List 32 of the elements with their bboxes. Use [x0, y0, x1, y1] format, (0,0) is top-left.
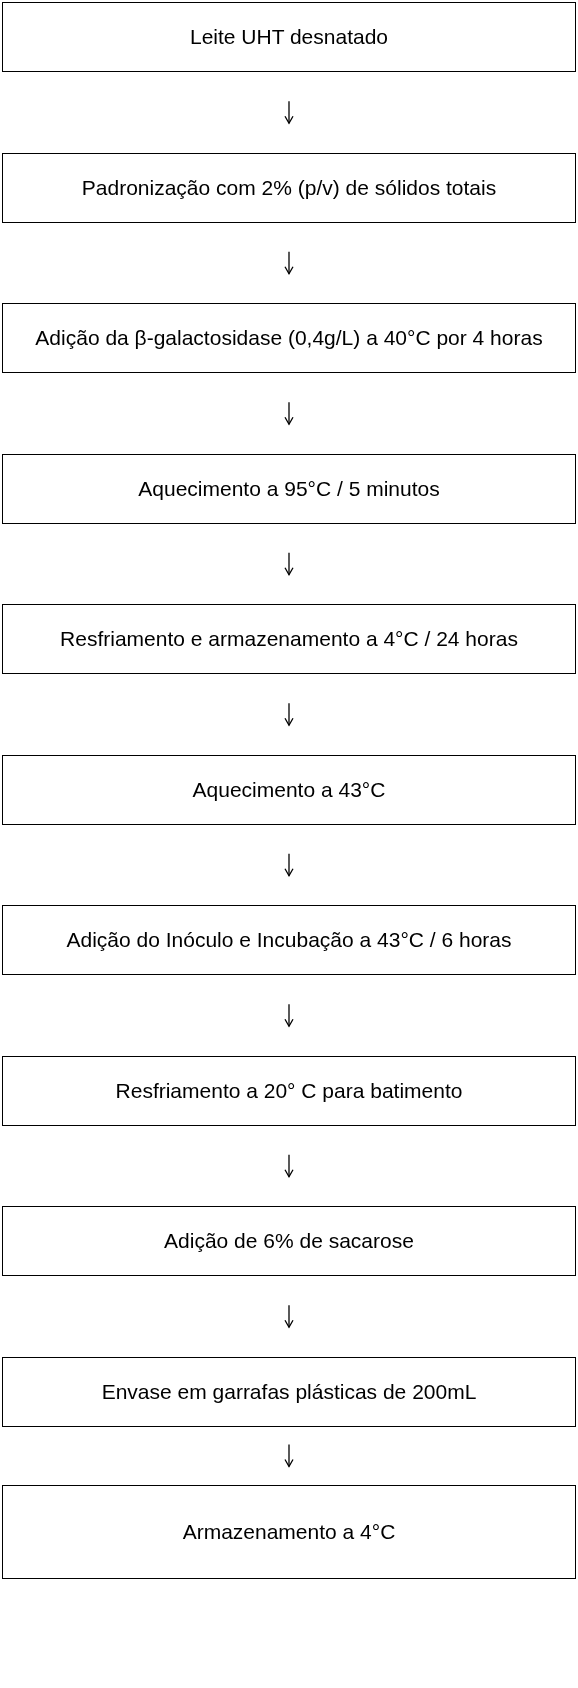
step-label: Envase em garrafas plásticas de 200mL [101, 1378, 477, 1405]
step-label: Leite UHT desnatado [189, 24, 389, 50]
step-label: Aquecimento a 43°C [192, 776, 386, 803]
process-box [2, 1206, 576, 1276]
process-box [2, 2, 576, 72]
arrow [284, 1154, 294, 1178]
process-box [2, 905, 576, 975]
step-label: Armazenamento a 4°C [182, 1518, 396, 1545]
process-box [2, 453, 576, 524]
process-box [2, 754, 576, 825]
arrow [284, 853, 294, 877]
process-box [2, 152, 576, 223]
arrow [284, 702, 294, 726]
arrow [284, 401, 294, 425]
arrow [284, 1304, 294, 1328]
step-label: Aquecimento a 95°C / 5 minutos [138, 475, 440, 502]
process-box [2, 1484, 576, 1579]
process-box [2, 1055, 576, 1126]
process-box [2, 604, 576, 674]
step-label: Padronização com 2% (p/v) de sólidos totais [81, 174, 497, 201]
step-label: Adição do Inóculo e Incubação a 43°C / 6 horas [66, 927, 512, 953]
process-box [2, 303, 576, 373]
step-label: Adição da β-galactosidase (0,4g/L) a 40°C por 4 horas [35, 325, 543, 351]
arrow [284, 251, 294, 275]
arrow [284, 552, 294, 576]
step-label: Adição de 6% de sacarose [164, 1228, 414, 1254]
arrow [284, 1443, 294, 1468]
step-label: Resfriamento e armazenamento a 4°C / 24 horas [60, 626, 518, 652]
process-box [2, 1356, 576, 1427]
arrow [284, 1003, 294, 1027]
step-label: Resfriamento a 20° C para batimento [115, 1077, 463, 1104]
arrow [284, 100, 294, 124]
